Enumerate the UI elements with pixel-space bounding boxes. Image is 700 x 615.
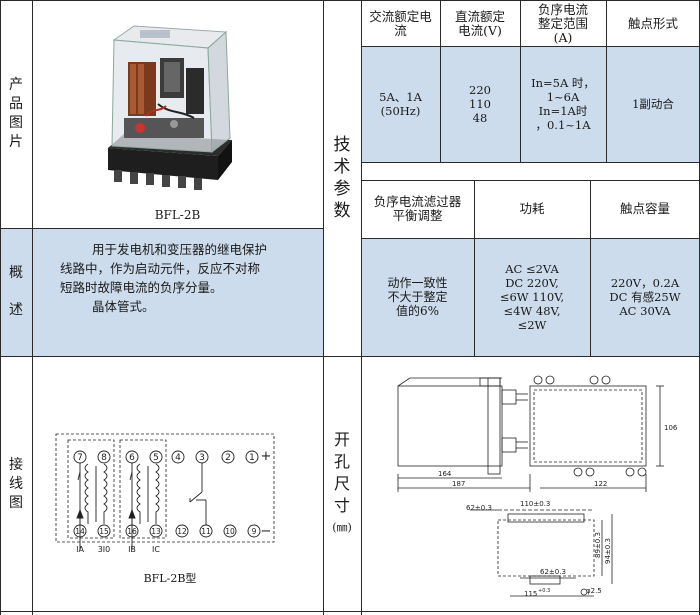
cutout-size-label: 开 孔 尺 寸 (㎜)	[332, 430, 352, 534]
cutout-drawing: 106 164 187 122 62±0.3 110±0.3 89±0.3 94…	[397, 375, 678, 598]
dim-115-tol: +0.3	[538, 588, 550, 594]
t2-header-power: 功耗	[519, 201, 545, 216]
t1-value-neg-seq-range: In=5A 时， 1~6A In=1A时 ，0.1~1A	[531, 76, 595, 132]
t1-header-contact-type: 触点形式	[627, 16, 678, 31]
t1-value-dc-voltage: 220 110 48	[469, 83, 491, 125]
dim-122: 122	[594, 480, 607, 488]
terminal-1-label: 1	[249, 453, 255, 463]
terminal-4-label: 4	[175, 453, 181, 463]
minus-sign: −	[261, 524, 272, 539]
t1-header-ac-current: 交流额定电流	[369, 9, 432, 38]
dim-62-top: 62±0.3	[466, 504, 492, 512]
t1-header-neg-seq-range: 负序电流整定范围(A)	[537, 2, 588, 45]
dim-110: 110±0.3	[520, 500, 550, 508]
table2-values-bg	[361, 238, 700, 356]
terminal-11-label: 11	[201, 527, 211, 536]
dim-hole: φ2.5	[586, 587, 602, 595]
t1-value-contact-type: 1副动合	[632, 97, 674, 111]
terminal-7-label: 7	[77, 453, 83, 463]
wiring-diagram: 7 8 6 5 4 3 2 1 14 15 16 13 12 11 10 9 +…	[55, 433, 275, 554]
terminal-5-label: 5	[153, 453, 159, 463]
dim-62-bottom: 62±0.3	[540, 568, 566, 576]
plus-sign: +	[261, 449, 272, 464]
terminal-13-label: 13	[151, 527, 161, 536]
terminal-9-label: 9	[252, 527, 257, 536]
terminal-15-label: 15	[99, 527, 109, 536]
dim-94: 94±0.3	[604, 538, 612, 564]
dim-106: 106	[664, 424, 678, 432]
product-caption: BFL-2B	[154, 208, 201, 222]
table1-values-bg	[361, 46, 700, 162]
terminal-12-label: 12	[177, 527, 187, 536]
dim-187: 187	[452, 480, 465, 488]
dim-115: 115	[524, 590, 537, 598]
terminal-6-label: 6	[129, 453, 135, 463]
relay-product-image	[108, 25, 232, 190]
overview-row-bg	[0, 228, 323, 356]
t2-header-filter-balance: 负序电流滤过器平衡调整	[373, 194, 462, 223]
tech-params-label: 技 术 参 数	[333, 135, 351, 221]
wiring-label: 接 线 图	[9, 456, 23, 511]
t1-header-dc-voltage: 直流额定电流(V)	[454, 9, 505, 38]
product-image-label: 产 品 图 片	[9, 77, 23, 150]
dim-164: 164	[438, 470, 452, 478]
t1-value-ac-current: 5A、1A (50Hz)	[379, 90, 422, 118]
t2-value-filter-balance: 动作一致性 不大于整定 值的6%	[387, 276, 448, 318]
terminal-3-label: 3	[199, 453, 205, 463]
terminal-2-label: 2	[225, 453, 231, 463]
overview-label: 概 述	[9, 265, 23, 318]
t2-value-contact-capacity: 220V，0.2A DC 有感25W AC 30VA	[609, 276, 681, 318]
t2-header-contact-capacity: 触点容量	[619, 201, 670, 216]
label-ic: IC	[152, 545, 160, 554]
terminal-10-label: 10	[225, 527, 235, 536]
wiring-caption: BFL-2B型	[143, 572, 197, 585]
overview-text: 用于发电机和变压器的继电保护 线路中，作为启动元件，反应不对称 短路时故障电流的…	[60, 242, 268, 314]
dim-89: 89±0.3	[594, 532, 602, 558]
terminal-8-label: 8	[101, 453, 107, 463]
label-3i0: 3I0	[98, 545, 111, 554]
t2-value-power: AC ≤2VA DC 220V, ≤6W 110V, ≤4W 48V, ≤2W	[499, 262, 565, 332]
